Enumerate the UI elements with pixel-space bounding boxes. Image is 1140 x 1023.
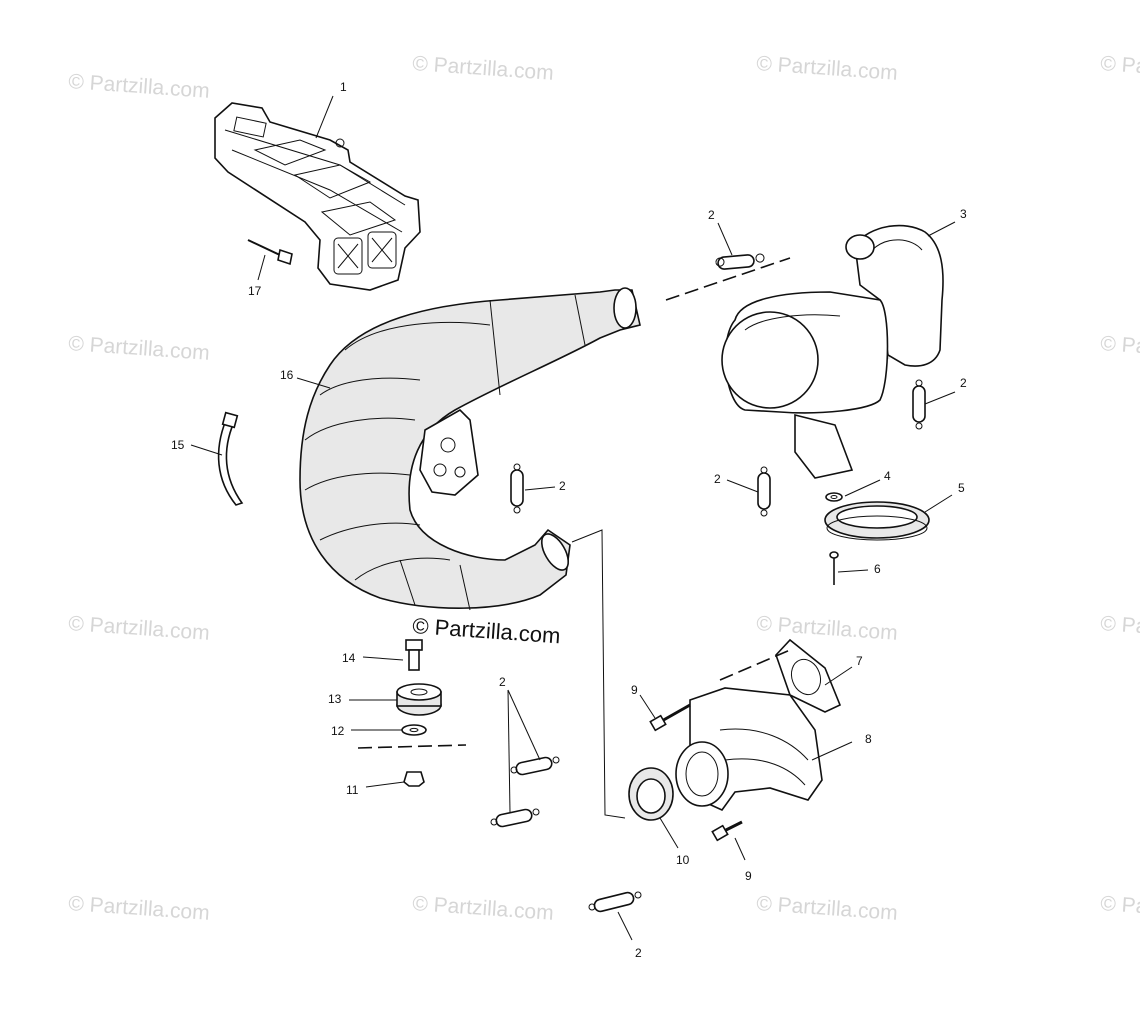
spring-4 — [757, 466, 771, 517]
callout-8: 8 — [865, 732, 872, 746]
part-washer-12 — [401, 724, 427, 736]
spring-6 — [490, 808, 540, 828]
callout-2: 2 — [960, 376, 967, 390]
spring-2 — [912, 379, 926, 430]
part-washer — [825, 492, 843, 502]
watermark: © Partzilla.com — [756, 52, 899, 85]
part-nut — [403, 771, 425, 787]
watermark: © Partzilla.com — [68, 332, 211, 365]
part-mounting-bracket — [214, 102, 421, 291]
callout-16: 16 — [280, 368, 294, 382]
part-manifold — [675, 687, 823, 811]
callout-12: 12 — [331, 724, 345, 738]
callout-13: 13 — [328, 692, 342, 706]
callout-2: 2 — [714, 472, 721, 486]
watermark: © Partzilla.com — [1100, 892, 1140, 925]
part-expansion-chamber — [299, 287, 641, 611]
callout-labels: 1 2 3 2 2 2 4 5 6 7 8 9 9 10 11 12 13 14… — [171, 80, 967, 960]
callout-9: 9 — [745, 869, 752, 883]
watermark: © Partzilla.com — [68, 892, 211, 925]
part-bolt-bottom — [711, 820, 743, 842]
callout-10: 10 — [676, 853, 690, 867]
watermark: © Partzilla.com — [412, 52, 555, 85]
callout-11: 11 — [346, 783, 359, 797]
watermark: © Partzilla.com — [1100, 612, 1140, 645]
watermark: © Partzilla.com — [1100, 332, 1140, 365]
part-pin — [829, 551, 839, 585]
part-rivet — [247, 239, 293, 266]
callout-2: 2 — [708, 208, 715, 222]
spring-5 — [510, 756, 560, 776]
callout-17: 17 — [248, 284, 262, 298]
callout-4: 4 — [884, 469, 891, 483]
callout-9: 9 — [631, 683, 638, 697]
part-bolt-top — [649, 703, 691, 732]
callout-2: 2 — [635, 946, 642, 960]
watermark: © Partzilla.com — [412, 892, 555, 925]
part-springs — [490, 253, 926, 913]
callout-3: 3 — [960, 207, 967, 221]
part-strap — [217, 411, 244, 506]
part-seal-ring — [628, 767, 674, 821]
watermark: © Partzilla.com — [756, 892, 899, 925]
part-grommet — [824, 501, 930, 541]
callout-2: 2 — [559, 479, 566, 493]
watermark: © Partzilla.com — [756, 612, 899, 645]
callout-6: 6 — [874, 562, 881, 576]
spring-7 — [588, 891, 642, 913]
callout-2: 2 — [499, 675, 506, 689]
callout-1: 1 — [340, 80, 347, 94]
spring-3 — [510, 463, 524, 514]
watermark: © Partzilla.com — [68, 612, 211, 645]
callout-5: 5 — [958, 481, 965, 495]
center-watermark: © Partzilla.com — [412, 613, 562, 648]
part-muffler — [721, 224, 944, 479]
callout-15: 15 — [171, 438, 185, 452]
watermark: © Partzilla.com — [1100, 52, 1140, 85]
spring-1 — [715, 253, 765, 270]
watermark: © Partzilla.com — [68, 70, 211, 103]
assembly-lines — [357, 257, 791, 819]
callout-leaders — [190, 95, 956, 941]
part-bushing — [396, 683, 442, 716]
part-bolt-14 — [405, 639, 423, 671]
callout-14: 14 — [342, 651, 356, 665]
callout-7: 7 — [856, 654, 863, 668]
